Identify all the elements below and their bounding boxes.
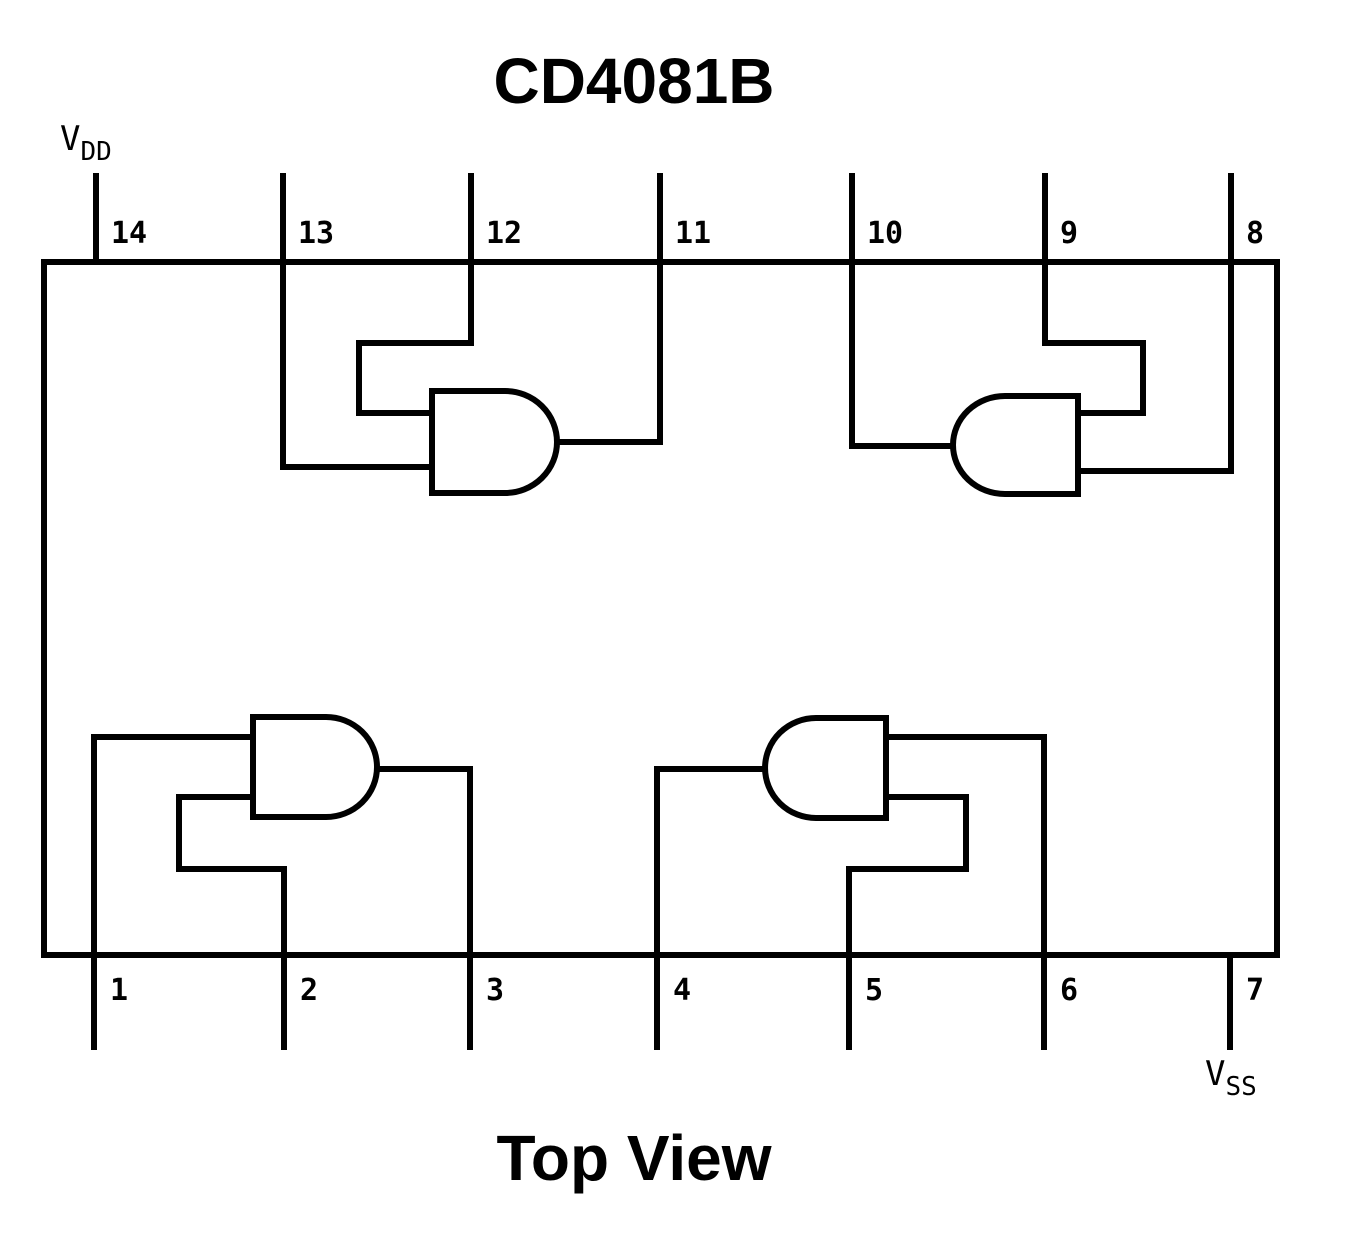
pin-2-number: 2 [300, 973, 318, 1008]
pin-6-number: 6 [1060, 973, 1078, 1008]
wire-pin9-to-gate [1042, 259, 1146, 416]
vss-label: VSS [1205, 1054, 1257, 1102]
wire-pin13-to-gate [280, 259, 435, 470]
pin-8-number: 8 [1246, 216, 1264, 251]
wire-gate-to-pin3 [374, 766, 473, 958]
vss-subscript: SS [1225, 1072, 1256, 1102]
pin-13-number: 13 [298, 216, 334, 251]
wire-pin5-to-gate [846, 794, 969, 958]
vss-letter: V [1205, 1054, 1225, 1094]
wire-pin12-to-gate [356, 259, 474, 416]
and-gate-top-right [849, 259, 1234, 497]
wire-pin8-to-gate [1075, 259, 1234, 474]
pin-14-number: 14 [111, 216, 147, 251]
pin-7-number: 7 [1246, 973, 1264, 1008]
pin-3-number: 3 [486, 973, 504, 1008]
pin-11-number: 11 [675, 216, 711, 251]
pin-10-number: 10 [867, 216, 903, 251]
and-gate-symbol [950, 393, 1081, 497]
wire-pin2-to-gate [176, 794, 287, 958]
pin-5-number: 5 [865, 973, 883, 1008]
wire-gate-to-pin10 [849, 259, 956, 449]
view-caption: Top View [497, 1122, 772, 1194]
and-gate-symbol [250, 714, 380, 820]
wire-gate-to-pin11 [554, 259, 663, 445]
top-pins: 14 13 12 11 10 9 8 [93, 173, 1264, 262]
pin-9-number: 9 [1060, 216, 1078, 251]
vdd-label: VDD [60, 119, 112, 167]
pin-4-number: 4 [673, 973, 691, 1008]
and-gate-bottom-left [91, 714, 473, 958]
wire-pin1-to-gate [91, 734, 256, 958]
and-gate-symbol [762, 715, 889, 821]
wire-gate-to-pin4 [654, 766, 768, 958]
wire-pin6-to-gate [883, 734, 1047, 958]
and-gate-symbol [429, 388, 560, 496]
and-gate-bottom-right [654, 715, 1047, 958]
chip-title: CD4081B [493, 45, 774, 117]
and-gate-top-left [280, 259, 663, 496]
vdd-letter: V [60, 119, 80, 159]
pin-1-number: 1 [110, 973, 128, 1008]
vdd-subscript: DD [80, 137, 111, 167]
bottom-pins: 1 2 3 4 5 6 7 [91, 955, 1264, 1050]
pin-12-number: 12 [486, 216, 522, 251]
